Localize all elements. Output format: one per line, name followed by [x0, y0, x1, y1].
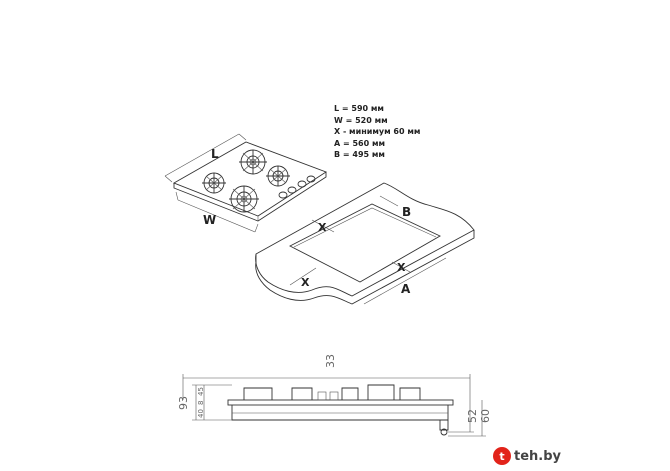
dimension-x: X - минимум 60 мм: [334, 127, 421, 136]
countertop-surface: [255, 182, 475, 297]
grate: [243, 387, 273, 400]
cutout: [289, 203, 441, 283]
dimensions-list: L = 590 мм W = 520 мм X - минимум 60 мм …: [334, 103, 420, 161]
side-dim-40: 40: [197, 409, 205, 418]
side-dim-45: 45: [197, 387, 205, 396]
gas-inlet: [440, 428, 448, 436]
dimension-w: W = 520 мм: [334, 115, 388, 125]
label-x-left: X: [301, 276, 310, 289]
burner-icon: [266, 165, 290, 187]
grate: [399, 387, 421, 400]
grate: [367, 384, 395, 400]
watermark-logo: t teh.by: [493, 446, 561, 466]
side-dim-52: 52: [466, 409, 479, 423]
burner-icon: [202, 172, 226, 194]
side-dim-top: 33: [324, 354, 337, 368]
dimension-l: L = 590 мм: [334, 104, 384, 113]
dimension-a: A = 560 мм: [334, 138, 386, 148]
side-dim-total: 93: [177, 396, 190, 410]
label-w: W: [203, 213, 216, 227]
countertop-drawing: X X X A B: [255, 182, 475, 305]
hob-glass: [227, 399, 454, 406]
dimension-b: B = 495 мм: [334, 150, 385, 159]
label-a: A: [401, 282, 411, 296]
hob-drawing: L W: [164, 133, 327, 233]
knobs: [278, 175, 316, 199]
label-x-top: X: [318, 221, 327, 234]
logo-text: teh.by: [514, 448, 562, 464]
grate: [341, 387, 359, 400]
logo-icon: t: [493, 447, 511, 465]
label-x-right: X: [397, 261, 406, 274]
grate: [291, 387, 313, 400]
label-b: B: [402, 205, 411, 219]
side-dim-60: 60: [479, 409, 492, 423]
side-dim-8: 8: [197, 401, 205, 405]
burner-icon: [239, 149, 267, 175]
label-l: L: [211, 147, 219, 161]
hob-top-surface: [172, 141, 327, 217]
burner-icon: [229, 185, 259, 213]
side-view-drawing: 33 93 45 8 40 52 60: [177, 354, 492, 437]
